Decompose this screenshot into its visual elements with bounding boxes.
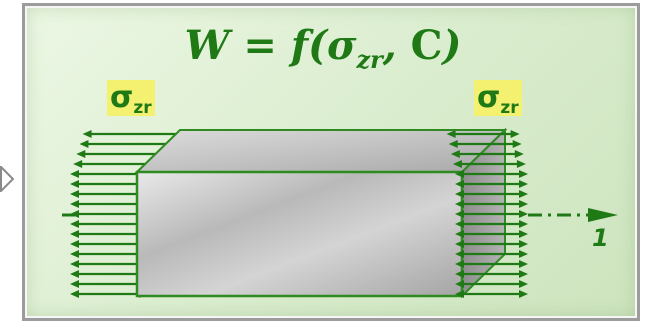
stress-arrow-right-14 (455, 270, 528, 278)
stress-arrow-right-16 (455, 290, 528, 298)
stress-label-right-symbol: σ (477, 80, 501, 115)
block-front-face (135, 170, 464, 298)
stress-arrow-right-5 (455, 180, 528, 188)
stress-arrow-right-4 (455, 170, 528, 178)
formula-separator: , (382, 22, 411, 69)
stress-arrow-right-11 (455, 240, 528, 248)
stress-arrow-right-13 (455, 260, 528, 268)
block-top-face (134, 129, 508, 173)
stress-arrow-right-0 (446, 130, 520, 138)
formula-param: C (410, 22, 443, 69)
formula-close-paren: ) (442, 22, 462, 69)
formula-function: f (290, 22, 309, 69)
axis-arrowhead (588, 208, 618, 222)
stress-arrow-right-7 (455, 200, 528, 208)
stress-label-left: σzr (107, 80, 155, 118)
stress-label-left-symbol: σ (110, 80, 134, 115)
stress-label-right-sub: zr (500, 98, 519, 118)
formula-sigma: σ (327, 22, 357, 69)
stress-arrow-right-3 (452, 160, 526, 168)
stress-arrow-right-10 (455, 230, 528, 238)
formula-subscript: zr (356, 45, 383, 74)
stress-label-right: σzr (474, 80, 522, 118)
formula-lhs: W (184, 22, 230, 69)
stress-arrow-right-9 (455, 220, 528, 228)
stress-arrow-right-12 (455, 250, 528, 258)
stress-label-left-sub: zr (133, 98, 152, 118)
stress-arrow-right-6 (455, 190, 528, 198)
axis-label: 1 (592, 224, 609, 252)
stress-arrow-right-1 (448, 140, 522, 148)
stress-arrow-right-8 (455, 210, 528, 218)
energy-formula: W = f(σzr, C) (184, 22, 462, 74)
right-stress-arrows (446, 130, 528, 298)
stress-arrow-right-15 (455, 280, 528, 288)
chevron-right-icon (0, 166, 14, 192)
stress-arrow-right-2 (450, 150, 524, 158)
formula-open-paren: ( (308, 22, 328, 69)
